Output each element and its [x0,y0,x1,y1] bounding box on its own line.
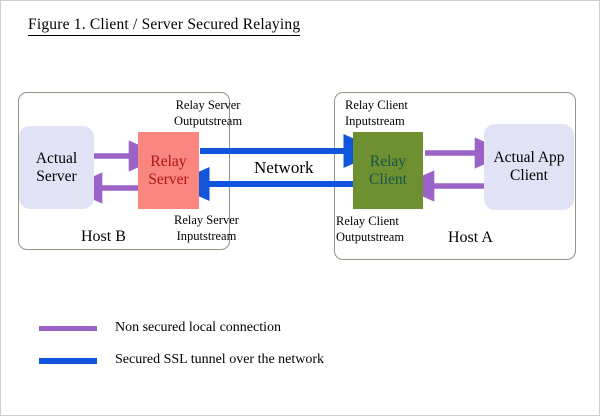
host-a-container [334,92,576,260]
node-actual-app-client: Actual App Client [484,124,574,210]
node-actual-server-line2: Server [36,167,77,185]
label-relay-server-inputstream: Relay Server Inputstream [174,212,239,244]
node-relay-client-line1: Relay [369,152,407,170]
label-relay-client-outputstream: Relay Client Outputstream [336,213,404,245]
legend-item-secured-ssl: Secured SSL tunnel over the network [39,351,339,369]
page-title: Figure 1. Client / Server Secured Relayi… [28,16,301,36]
node-actual-server-line1: Actual [35,149,78,167]
label-relay-server-inputstream-line2: Inputstream [176,229,237,243]
node-relay-server: Relay Server [138,132,199,209]
label-relay-client-outputstream-line1: Relay Client [336,214,399,228]
legend-swatch-purple-line-icon [39,326,97,331]
label-relay-server-outputstream-line2: Outputstream [174,114,243,128]
label-host-b: Host B [81,228,126,245]
node-relay-server-line2: Server [148,170,189,188]
label-relay-client-outputstream-line2: Outputstream [336,230,405,244]
label-relay-server-inputstream-line1: Relay Server [174,213,239,227]
label-relay-client-inputstream-line2: Inputstream [345,114,405,128]
node-relay-server-line1: Relay [150,152,187,170]
label-relay-server-outputstream: Relay Server Outputstream [174,97,242,129]
node-actual-app-client-line1: Actual App [493,149,565,167]
node-actual-server: Actual Server [19,126,94,209]
label-relay-client-inputstream-line1: Relay Client [345,98,408,112]
legend: Non secured local connection Secured SSL… [39,319,339,384]
label-network: Network [254,158,314,177]
legend-label-non-secured: Non secured local connection [115,320,281,335]
legend-swatch-blue-line-icon [39,358,97,365]
host-b-container [18,92,230,250]
label-host-a: Host A [448,229,493,246]
node-actual-app-client-line2: Client [510,167,548,184]
label-relay-server-outputstream-line1: Relay Server [175,98,241,112]
node-relay-client: Relay Client [353,132,423,209]
label-relay-client-inputstream: Relay Client Inputstream [345,97,408,129]
legend-label-secured-ssl: Secured SSL tunnel over the network [115,352,325,368]
node-relay-client-line2: Client [369,170,407,188]
legend-item-non-secured: Non secured local connection [39,319,339,337]
